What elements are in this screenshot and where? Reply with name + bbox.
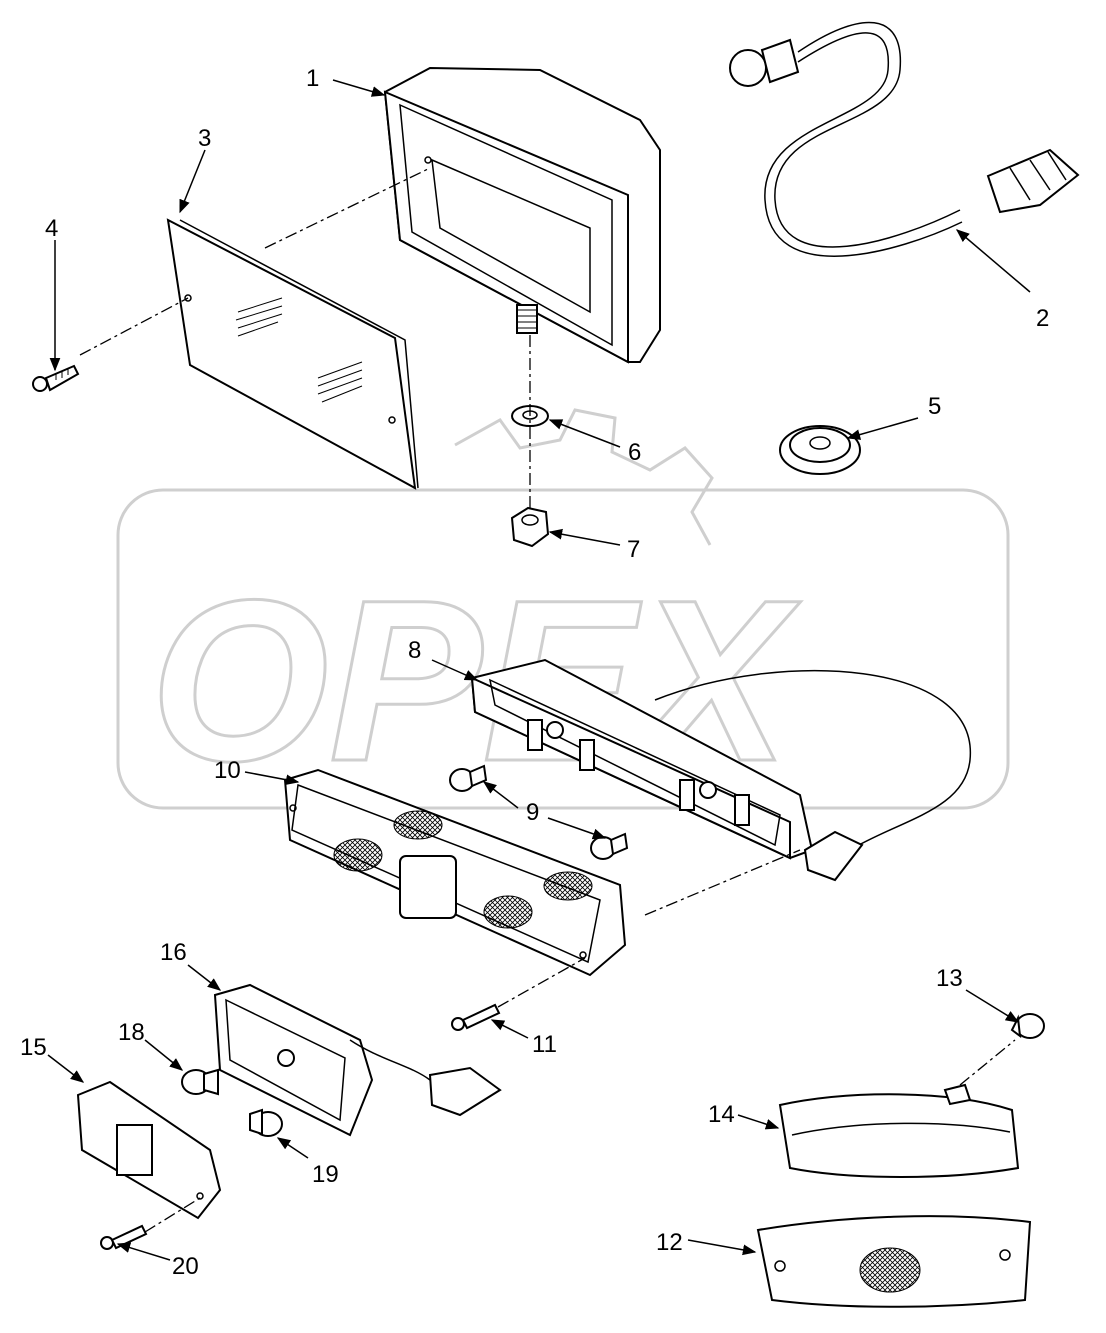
- bulb-18: [181, 1068, 219, 1096]
- lamp-lens: [166, 218, 419, 490]
- side-lamp-lens: [76, 1080, 222, 1220]
- callout-18: 18: [118, 1019, 145, 1046]
- bulb-small-a: [449, 764, 488, 792]
- callout-15: 15: [20, 1034, 47, 1061]
- leader-lines: [47, 79, 1031, 1261]
- callout-2: 2: [1036, 305, 1049, 332]
- callout-12: 12: [656, 1229, 683, 1256]
- rear-lamp-housing: [470, 658, 971, 882]
- callout-11: 11: [532, 1031, 557, 1058]
- callout-8: 8: [408, 637, 421, 664]
- callout-1: 1: [306, 65, 319, 92]
- callout-3: 3: [198, 125, 211, 152]
- nut: [510, 506, 550, 548]
- callout-16: 16: [160, 939, 187, 966]
- work-lamp-housing: [383, 66, 661, 364]
- callout-13: 13: [936, 965, 963, 992]
- callout-9: 9: [526, 799, 539, 826]
- alignment-lines: [79, 167, 1016, 1233]
- marker-lamp: [778, 1083, 1020, 1178]
- screw-rear-lens: [451, 1003, 501, 1031]
- side-lamp-housing: [213, 983, 502, 1137]
- callout-4: 4: [45, 215, 58, 242]
- bulb-harness: [729, 21, 1080, 257]
- grommet: [779, 425, 861, 475]
- rear-lamp-lens: [283, 768, 627, 977]
- callout-5: 5: [928, 393, 941, 420]
- bulb-13: [1010, 1013, 1045, 1039]
- callout-7: 7: [627, 536, 640, 563]
- reflector-window: [399, 855, 457, 919]
- bulb-19: [249, 1108, 283, 1137]
- screw-lens: [32, 364, 80, 392]
- callout-14: 14: [708, 1101, 735, 1128]
- callout-labels: 1 2 3 4 5 6 7 8 9 10 11 12 13 14 15 16 1…: [20, 65, 1049, 1280]
- callout-19: 19: [312, 1161, 339, 1188]
- callout-6: 6: [628, 439, 641, 466]
- marker-lens: [756, 1215, 1032, 1308]
- callout-20: 20: [172, 1253, 199, 1280]
- bulb-small-b: [590, 832, 629, 860]
- mount-stud: [516, 304, 538, 334]
- callout-10: 10: [214, 757, 241, 784]
